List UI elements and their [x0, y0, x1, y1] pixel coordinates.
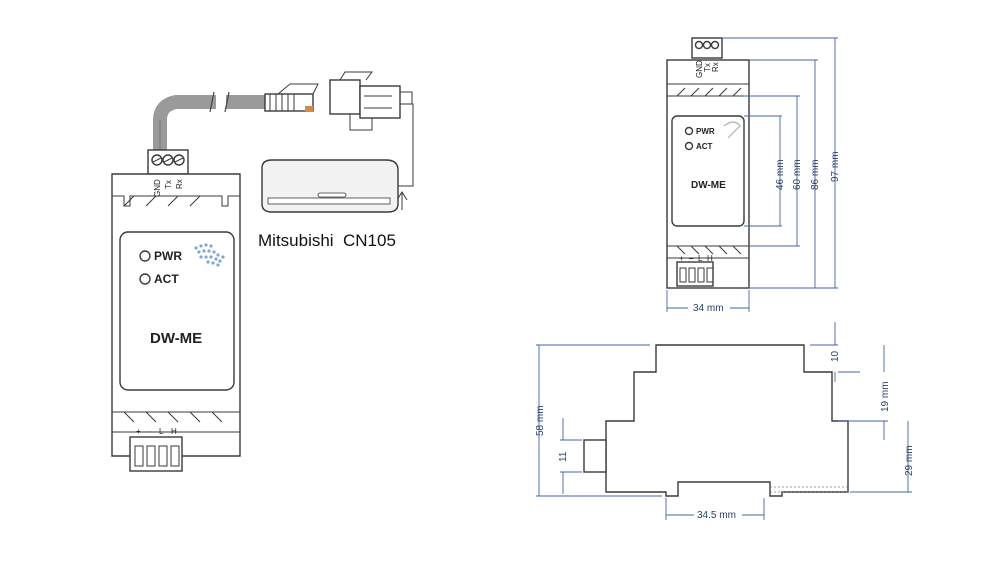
dim-97-text: 97 mm [830, 151, 841, 182]
front-term-rx: Rx [711, 62, 720, 72]
front-term-l: L [698, 254, 703, 263]
term-l: L [159, 427, 164, 436]
device-large: PWR ACT DW-ME [111, 149, 241, 472]
dim-58-text: 58 mm [535, 405, 546, 436]
front-logo-icon [723, 121, 741, 139]
label-act: ACT [154, 272, 179, 286]
front-term-tx: Tx [703, 63, 712, 72]
front-term-gnd: GND [695, 60, 704, 78]
front-label-pwr: PWR [696, 127, 715, 136]
logo-icon [194, 243, 225, 267]
bottom-terminal-block [129, 436, 183, 472]
label-pwr: PWR [154, 249, 182, 263]
term-plus: + [136, 427, 141, 436]
label-model: DW-ME [150, 330, 202, 347]
led-act-icon [139, 273, 151, 285]
flat-cable [153, 95, 216, 150]
term-gnd: GND [153, 179, 162, 197]
dim-34-5-text: 34.5 mm [697, 510, 736, 521]
front-term-plus: + [679, 254, 684, 263]
front-label-model: DW-ME [691, 180, 726, 191]
wiring-illustration: Mitsubishi CN105 PWR ACT DW-ME [111, 71, 414, 472]
dim-29-text: 29 mm [904, 445, 915, 476]
led-pwr-icon [139, 250, 151, 262]
indoor-unit [261, 159, 399, 213]
term-tx: Tx [164, 180, 173, 189]
signal-wire [397, 103, 414, 187]
cable-break-mark [209, 91, 215, 113]
dim-19-text: 19 mm [880, 381, 891, 412]
side-terminal [583, 439, 607, 473]
dim-11-text: 11 [558, 451, 569, 462]
front-term-h: H [707, 254, 713, 263]
side-dimensions: 58 mm 11 10 19 mm 29 mm 34.5 mm [535, 322, 915, 521]
dim-60-text: 60 mm [792, 159, 803, 190]
term-rx: Rx [175, 179, 184, 189]
dim-46-text: 46 mm [775, 159, 786, 190]
front-dimensions: 46 mm 60 mm 86 mm 97 mm 34 mm [666, 37, 841, 314]
dim-86-text: 86 mm [810, 159, 821, 190]
dim-34-text: 34 mm [693, 303, 724, 314]
front-term-minus: – [689, 254, 694, 263]
label-cn105: CN105 [343, 231, 396, 250]
term-minus: – [147, 427, 152, 436]
front-view: PWR ACT DW-ME + – L H GND Tx Rx [666, 37, 750, 289]
label-mitsubishi: Mitsubishi [258, 231, 334, 250]
rj-plug [264, 83, 319, 112]
front-label-act: ACT [696, 142, 713, 151]
term-h: H [171, 427, 177, 436]
dim-10-text: 10 [830, 350, 841, 362]
side-view [583, 344, 849, 497]
rj-socket [329, 71, 413, 131]
